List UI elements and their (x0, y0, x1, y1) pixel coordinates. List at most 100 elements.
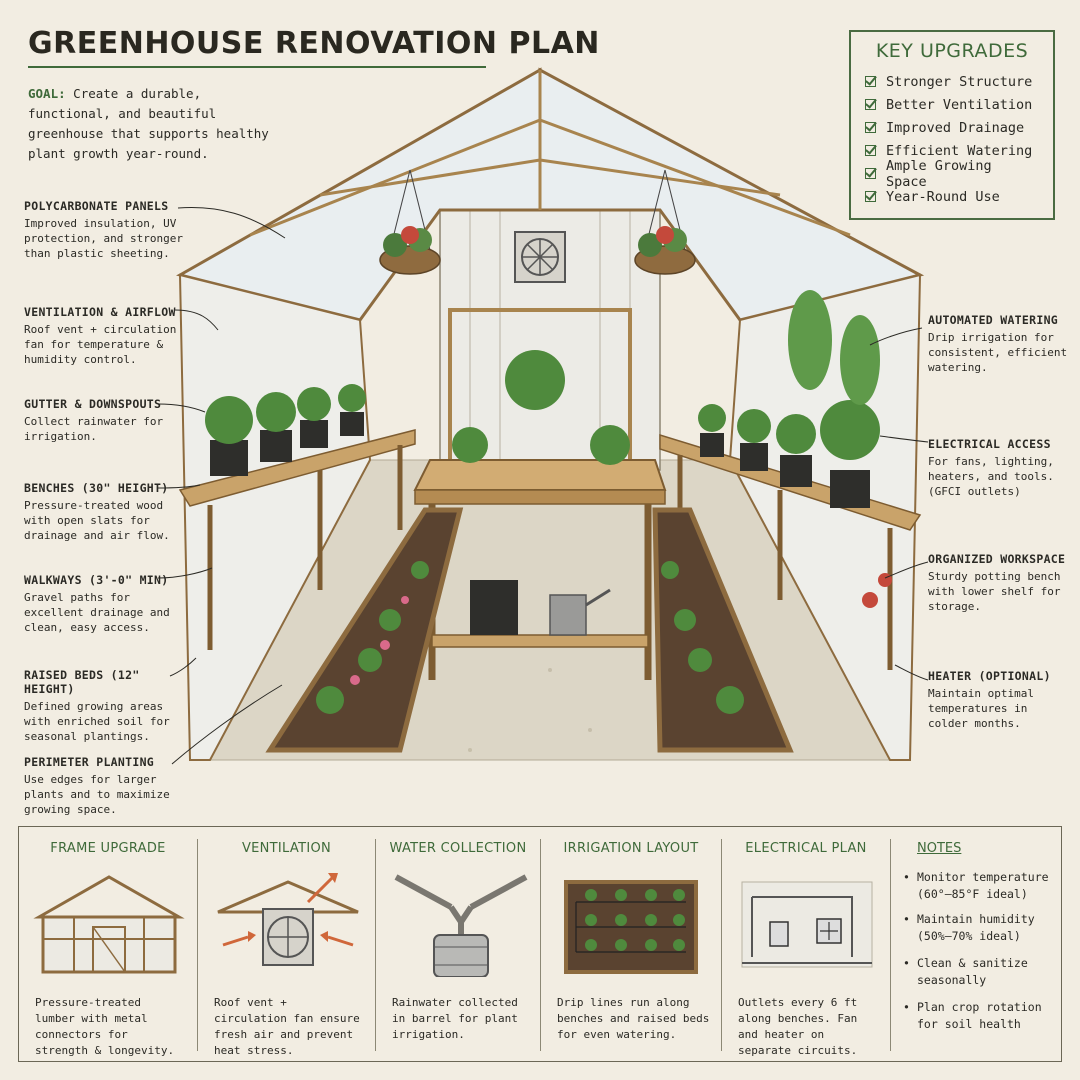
checkbox-icon (865, 191, 876, 202)
callout-text: For fans, lighting, heaters, and tools. … (928, 455, 1054, 498)
panel-water-collection: WATER COLLECTION Rainwater collected in … (376, 827, 540, 1063)
panel-text: Drip lines run along benches and raised … (557, 996, 710, 1041)
callout-text: Use edges for larger plants and to maxim… (24, 773, 170, 816)
key-upgrade-item: Improved Drainage (865, 116, 1039, 139)
note-item: Clean & sanitize seasonally (903, 955, 1053, 989)
callout-title: RAISED BEDS (12" HEIGHT) (24, 668, 140, 696)
note-item: Maintain humidity (50%–70% ideal) (903, 911, 1053, 945)
key-upgrades-box: KEY UPGRADES Stronger Structure Better V… (849, 30, 1055, 220)
panel-divider (375, 839, 376, 1051)
key-upgrade-label: Improved Drainage (886, 119, 1025, 136)
checkbox-icon (865, 76, 876, 87)
left-bench (178, 429, 416, 507)
panel-text: Roof vent + circulation fan ensure fresh… (214, 996, 360, 1057)
key-upgrade-label: Stronger Structure (886, 73, 1033, 90)
callout-perimeter-planting: PERIMETER PLANTING Use edges for larger … (24, 755, 184, 817)
outlet-icon (769, 921, 789, 947)
callout-text: Defined growing areas with enriched soil… (24, 700, 170, 743)
greenhouse-illustration (176, 67, 925, 761)
panel-divider (540, 839, 541, 1051)
panel-title: IRRIGATION LAYOUT (563, 841, 699, 856)
key-upgrade-label: Ample Growing Space (886, 157, 992, 190)
callout-title: POLYCARBONATE PANELS (24, 199, 169, 213)
storage-pot (470, 580, 518, 635)
checkbox-icon (865, 145, 876, 156)
panel-text: Pressure-treated lumber with metal conne… (35, 996, 175, 1057)
panel-title: WATER COLLECTION (389, 841, 527, 856)
note-item: Monitor temperature (60°–85°F ideal) (903, 869, 1053, 903)
callout-polycarbonate-panels: POLYCARBONATE PANELS Improved insulation… (24, 199, 184, 261)
hanging-basket-right (634, 169, 696, 275)
key-upgrade-item: Stronger Structure (865, 70, 1039, 93)
callout-text: Drip irrigation for consistent, efficien… (928, 331, 1068, 374)
callout-benches: BENCHES (30" HEIGHT) Pressure-treated wo… (24, 481, 184, 543)
panel-text: Rainwater collected in barrel for plant … (392, 996, 518, 1041)
callout-text: Pressure-treated wood with open slats fo… (24, 499, 170, 542)
title-underline (28, 66, 486, 68)
rain-barrel (433, 934, 489, 977)
callout-text: Roof vent + circulation fan for temperat… (24, 323, 177, 366)
key-upgrade-item: Ample Growing Space (865, 158, 1039, 190)
panel-frame-upgrade: FRAME UPGRADE Pressure-treated lumber wi… (19, 827, 197, 1063)
hanging-basket-left (379, 169, 441, 275)
right-wall (728, 273, 922, 761)
irrigation-diagram (564, 880, 698, 974)
callout-title: GUTTER & DOWNSPOUTS (24, 397, 162, 411)
panel-divider (721, 839, 722, 1051)
callout-electrical-access: ELECTRICAL ACCESS For fans, lighting, he… (928, 437, 1068, 499)
key-upgrade-item: Year-Round Use (865, 185, 1039, 208)
page-title: GREENHOUSE RENOVATION PLAN (28, 26, 600, 61)
panel-title: VENTILATION (241, 841, 332, 856)
panel-electrical-plan: ELECTRICAL PLAN Outlets every 6 ft along… (722, 827, 890, 1063)
goal-label: GOAL: (28, 86, 66, 101)
key-upgrades-title: KEY UPGRADES (875, 40, 1029, 62)
panel-irrigation-layout: IRRIGATION LAYOUT Drip lines run along b… (541, 827, 721, 1063)
key-upgrade-item: Efficient Watering (865, 139, 1039, 162)
callout-title: ORGANIZED WORKSPACE (928, 552, 1066, 566)
callout-title: BENCHES (30" HEIGHT) (24, 481, 169, 495)
frame-diagram (33, 875, 185, 974)
callout-heater: HEATER (OPTIONAL) Maintain optimal tempe… (928, 669, 1068, 731)
panel-notes: NOTES Monitor temperature (60°–85°F idea… (891, 827, 1061, 1063)
note-item: Plan crop rotation for soil health (903, 999, 1053, 1033)
potting-bench-shelf (431, 634, 649, 648)
key-upgrade-item: Better Ventilation (865, 93, 1039, 116)
callout-text: Gravel paths for excellent drainage and … (24, 591, 170, 634)
callout-raised-beds: RAISED BEDS (12" HEIGHT) Defined growing… (24, 668, 184, 744)
callout-title: AUTOMATED WATERING (928, 313, 1059, 327)
callout-text: Collect rainwater for irrigation. (24, 415, 164, 443)
goal-text: Create a durable, functional, and beauti… (28, 86, 269, 161)
panel-text: Outlets every 6 ft along benches. Fan an… (738, 996, 858, 1057)
callout-automated-watering: AUTOMATED WATERING Drip irrigation for c… (928, 313, 1068, 375)
panel-divider (197, 839, 198, 1051)
callout-gutter-downspouts: GUTTER & DOWNSPOUTS Collect rainwater fo… (24, 397, 184, 444)
detail-panels: FRAME UPGRADE Pressure-treated lumber wi… (18, 826, 1062, 1062)
checkbox-icon (865, 99, 876, 110)
panel-title: ELECTRICAL PLAN (745, 841, 867, 856)
checkbox-icon (865, 122, 876, 133)
goal-statement: GOAL: Create a durable, functional, and … (28, 84, 278, 164)
callout-walkways: WALKWAYS (3'-0" MIN) Gravel paths for ex… (24, 573, 184, 635)
ventilation-diagram (217, 873, 359, 966)
water-collection-diagram (394, 874, 528, 977)
key-upgrade-label: Year-Round Use (886, 188, 1000, 205)
watering-can (549, 594, 587, 636)
key-upgrade-label: Better Ventilation (886, 96, 1033, 113)
raised-bed-right (652, 507, 794, 753)
callout-ventilation-airflow: VENTILATION & AIRFLOW Roof vent + circul… (24, 305, 184, 367)
callout-title: ELECTRICAL ACCESS (928, 437, 1051, 451)
callout-text: Maintain optimal temperatures in colder … (928, 687, 1034, 730)
checkbox-icon (865, 168, 876, 179)
panel-title: FRAME UPGRADE (50, 841, 166, 856)
notes-title: NOTES (917, 841, 962, 856)
key-upgrade-label: Efficient Watering (886, 142, 1033, 159)
callout-text: Improved insulation, UV protection, and … (24, 217, 183, 260)
callout-leader-lines (157, 207, 929, 765)
callout-title: HEATER (OPTIONAL) (928, 669, 1051, 683)
callout-organized-workspace: ORGANIZED WORKSPACE Sturdy potting bench… (928, 552, 1068, 614)
callout-text: Sturdy potting bench with lower shelf fo… (928, 570, 1061, 613)
electrical-diagram (741, 881, 873, 968)
panel-divider (890, 839, 891, 1051)
callout-title: WALKWAYS (3'-0" MIN) (24, 573, 169, 587)
